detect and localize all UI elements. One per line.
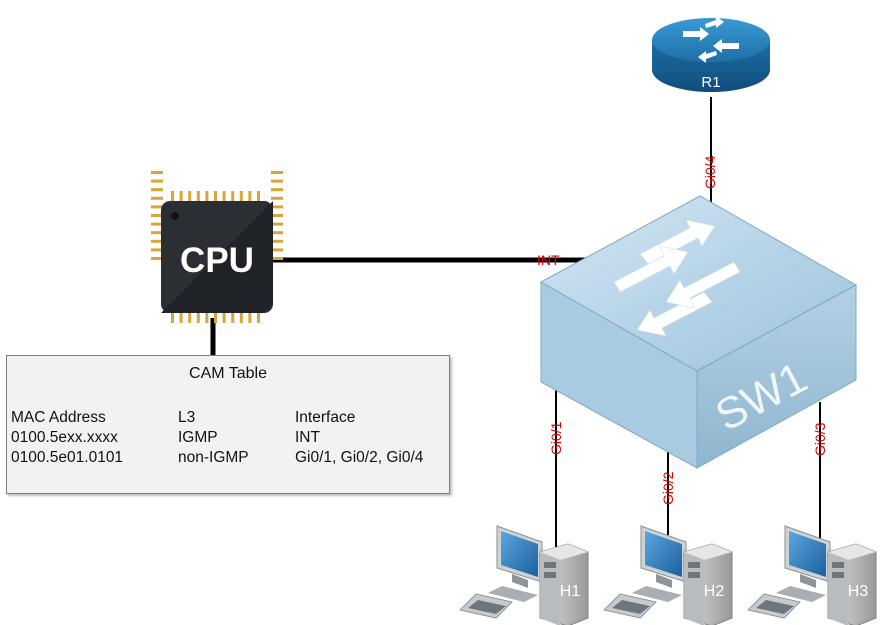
cpu-pin — [271, 171, 283, 174]
cam-table-title: CAM Table — [189, 365, 267, 382]
port-label-gi0-1: Gi0/1 — [548, 421, 564, 455]
cpu-pin — [151, 231, 163, 235]
cpu-pin — [257, 191, 260, 203]
cpu-pin — [271, 179, 283, 183]
cpu-pin — [214, 191, 217, 203]
port-label-gi0-4: Gi0/4 — [702, 155, 718, 189]
cam-cell-interface: INT — [295, 429, 320, 446]
cpu-pin — [188, 311, 192, 323]
cam-table-header-row: MAC Address L3 Interface — [11, 408, 423, 428]
cpu-pin — [271, 196, 283, 200]
cpu-pin — [196, 191, 200, 203]
host-h3: H3 — [747, 525, 877, 625]
computer-icon — [747, 525, 877, 625]
cpu-pin — [151, 239, 163, 243]
cpu-pin — [231, 311, 235, 323]
cpu-pin — [151, 205, 163, 209]
cpu-pin — [231, 191, 235, 203]
cpu-pin — [257, 311, 260, 323]
cpu-pin — [171, 311, 174, 323]
cam-cell-interface: Gi0/1, Gi0/2, Gi0/4 — [295, 449, 424, 466]
cam-table: MAC Address L3 Interface 0100.5exx.xxxx … — [11, 408, 423, 468]
cpu-pin — [151, 171, 163, 174]
host-h2: H2 — [603, 525, 733, 625]
port-label-int: INT — [537, 252, 560, 268]
cam-header-l3: L3 — [178, 409, 196, 426]
cam-cell-l3: non-IGMP — [178, 449, 249, 466]
port-label-gi0-2: Gi0/2 — [660, 471, 676, 505]
cam-table-box: CAM Table MAC Address L3 Interface 0100.… — [6, 355, 450, 494]
cpu-pin — [179, 311, 183, 323]
router-icon: R1 — [652, 16, 770, 92]
cpu-pin — [222, 311, 226, 323]
cpu-pin — [151, 214, 163, 217]
host-h1: H1 — [459, 525, 589, 625]
computer-icon — [603, 525, 733, 625]
cpu-pin — [151, 179, 163, 183]
table-row: 0100.5e01.0101 non-IGMP Gi0/1, Gi0/2, Gi… — [11, 448, 423, 468]
cpu-pin — [205, 191, 209, 203]
cam-header-interface: Interface — [295, 409, 356, 426]
cpu-label: CPU — [180, 241, 254, 280]
host-label-h3: H3 — [848, 583, 869, 600]
cpu-pin — [271, 239, 283, 243]
router-label: R1 — [701, 74, 720, 91]
cpu-pin — [196, 311, 200, 323]
cpu-pin — [239, 311, 243, 323]
cpu-pin — [271, 222, 283, 226]
cpu-pin — [214, 311, 217, 323]
host-label-h2: H2 — [704, 583, 725, 600]
computer-icon — [459, 525, 589, 625]
cam-header-mac: MAC Address — [11, 409, 106, 426]
cpu-pin — [171, 191, 174, 203]
table-row: 0100.5exx.xxxx IGMP INT — [11, 428, 423, 448]
cam-cell-mac: 0100.5exx.xxxx — [11, 429, 118, 446]
cpu-pin — [151, 222, 163, 226]
cpu-pin — [222, 191, 226, 203]
cpu-pin — [271, 188, 283, 192]
cpu-pin — [205, 311, 209, 323]
cam-cell-mac: 0100.5e01.0101 — [11, 449, 124, 466]
cpu-pin — [271, 248, 283, 252]
cpu-pin — [151, 196, 163, 200]
cpu-pin — [239, 191, 243, 203]
cpu-pin — [179, 191, 183, 203]
cpu-pin — [248, 191, 252, 203]
host-label-h1: H1 — [560, 583, 581, 600]
cpu-pin — [151, 248, 163, 252]
cam-cell-l3: IGMP — [178, 429, 218, 446]
cpu-icon: CPU — [151, 171, 283, 323]
cpu-pin — [271, 257, 283, 260]
cpu-pin — [271, 214, 283, 217]
cpu-pin — [271, 231, 283, 235]
switch-icon: SW1 — [539, 195, 858, 469]
cpu-pin — [271, 205, 283, 209]
port-labels: Gi0/4 INT Gi0/1 Gi0/2 Gi0/3 — [537, 155, 828, 505]
cpu-pin — [248, 311, 252, 323]
port-label-gi0-3: Gi0/3 — [812, 422, 828, 456]
cpu-pin — [151, 188, 163, 192]
cpu-pin — [151, 257, 163, 260]
cpu-pin — [188, 191, 192, 203]
